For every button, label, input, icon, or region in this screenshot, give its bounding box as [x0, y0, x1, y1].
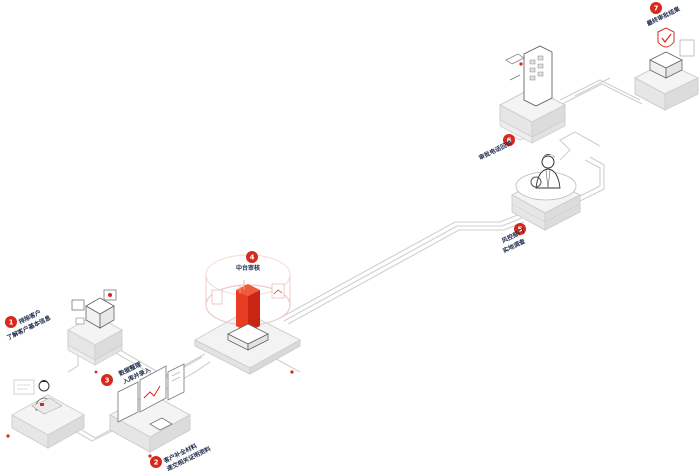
step-6-platform: [498, 45, 567, 144]
step-7-number: 7: [654, 5, 659, 13]
data-center-icon: [205, 254, 291, 351]
step-2-number: 2: [154, 459, 159, 467]
flow-markers: [6, 370, 294, 458]
step-4-number: 4: [250, 254, 255, 262]
step-5-number-badge: [514, 223, 526, 235]
step-1-platform: [10, 379, 86, 449]
step-6-number-badge: [503, 134, 515, 146]
step-4-number-badge: [246, 251, 258, 263]
step-2-number-badge: [150, 456, 162, 468]
step-7-platform: [633, 27, 700, 111]
step-6-title: 审批电话回访: [477, 139, 513, 162]
step-1-number: 1: [9, 319, 14, 327]
step-4-label: 4 中台审核: [236, 251, 260, 272]
step-7-number-badge: [650, 2, 662, 14]
person-at-desk-icon: [13, 379, 63, 415]
step-5-label: 5 风控部门 实地调查: [500, 223, 526, 255]
document-screens-icon: [117, 363, 185, 431]
step-4-platform: [193, 254, 302, 375]
step-1-label: 1 排除客户 了解客户基本信息: [5, 308, 52, 342]
step-6-number: 6: [507, 137, 512, 145]
step-1-number-badge: [5, 316, 17, 328]
step-3-number-badge: [101, 374, 113, 386]
step-2-platform: [108, 363, 192, 453]
step-7-label: 7 最终审批结果: [645, 2, 681, 28]
approval-shield-icon: [649, 27, 695, 79]
phone-call-icon: [505, 45, 553, 107]
step-3-number: 3: [105, 377, 110, 385]
step-6-label: 6 审批电话回访: [477, 134, 515, 162]
step-3-platform: [66, 289, 124, 366]
server-photo-icon: [71, 289, 117, 329]
step-5-number: 5: [518, 226, 523, 234]
step-5-platform: [510, 154, 582, 231]
investigator-icon: [515, 154, 577, 201]
step-4-title: 中台审核: [236, 264, 260, 272]
